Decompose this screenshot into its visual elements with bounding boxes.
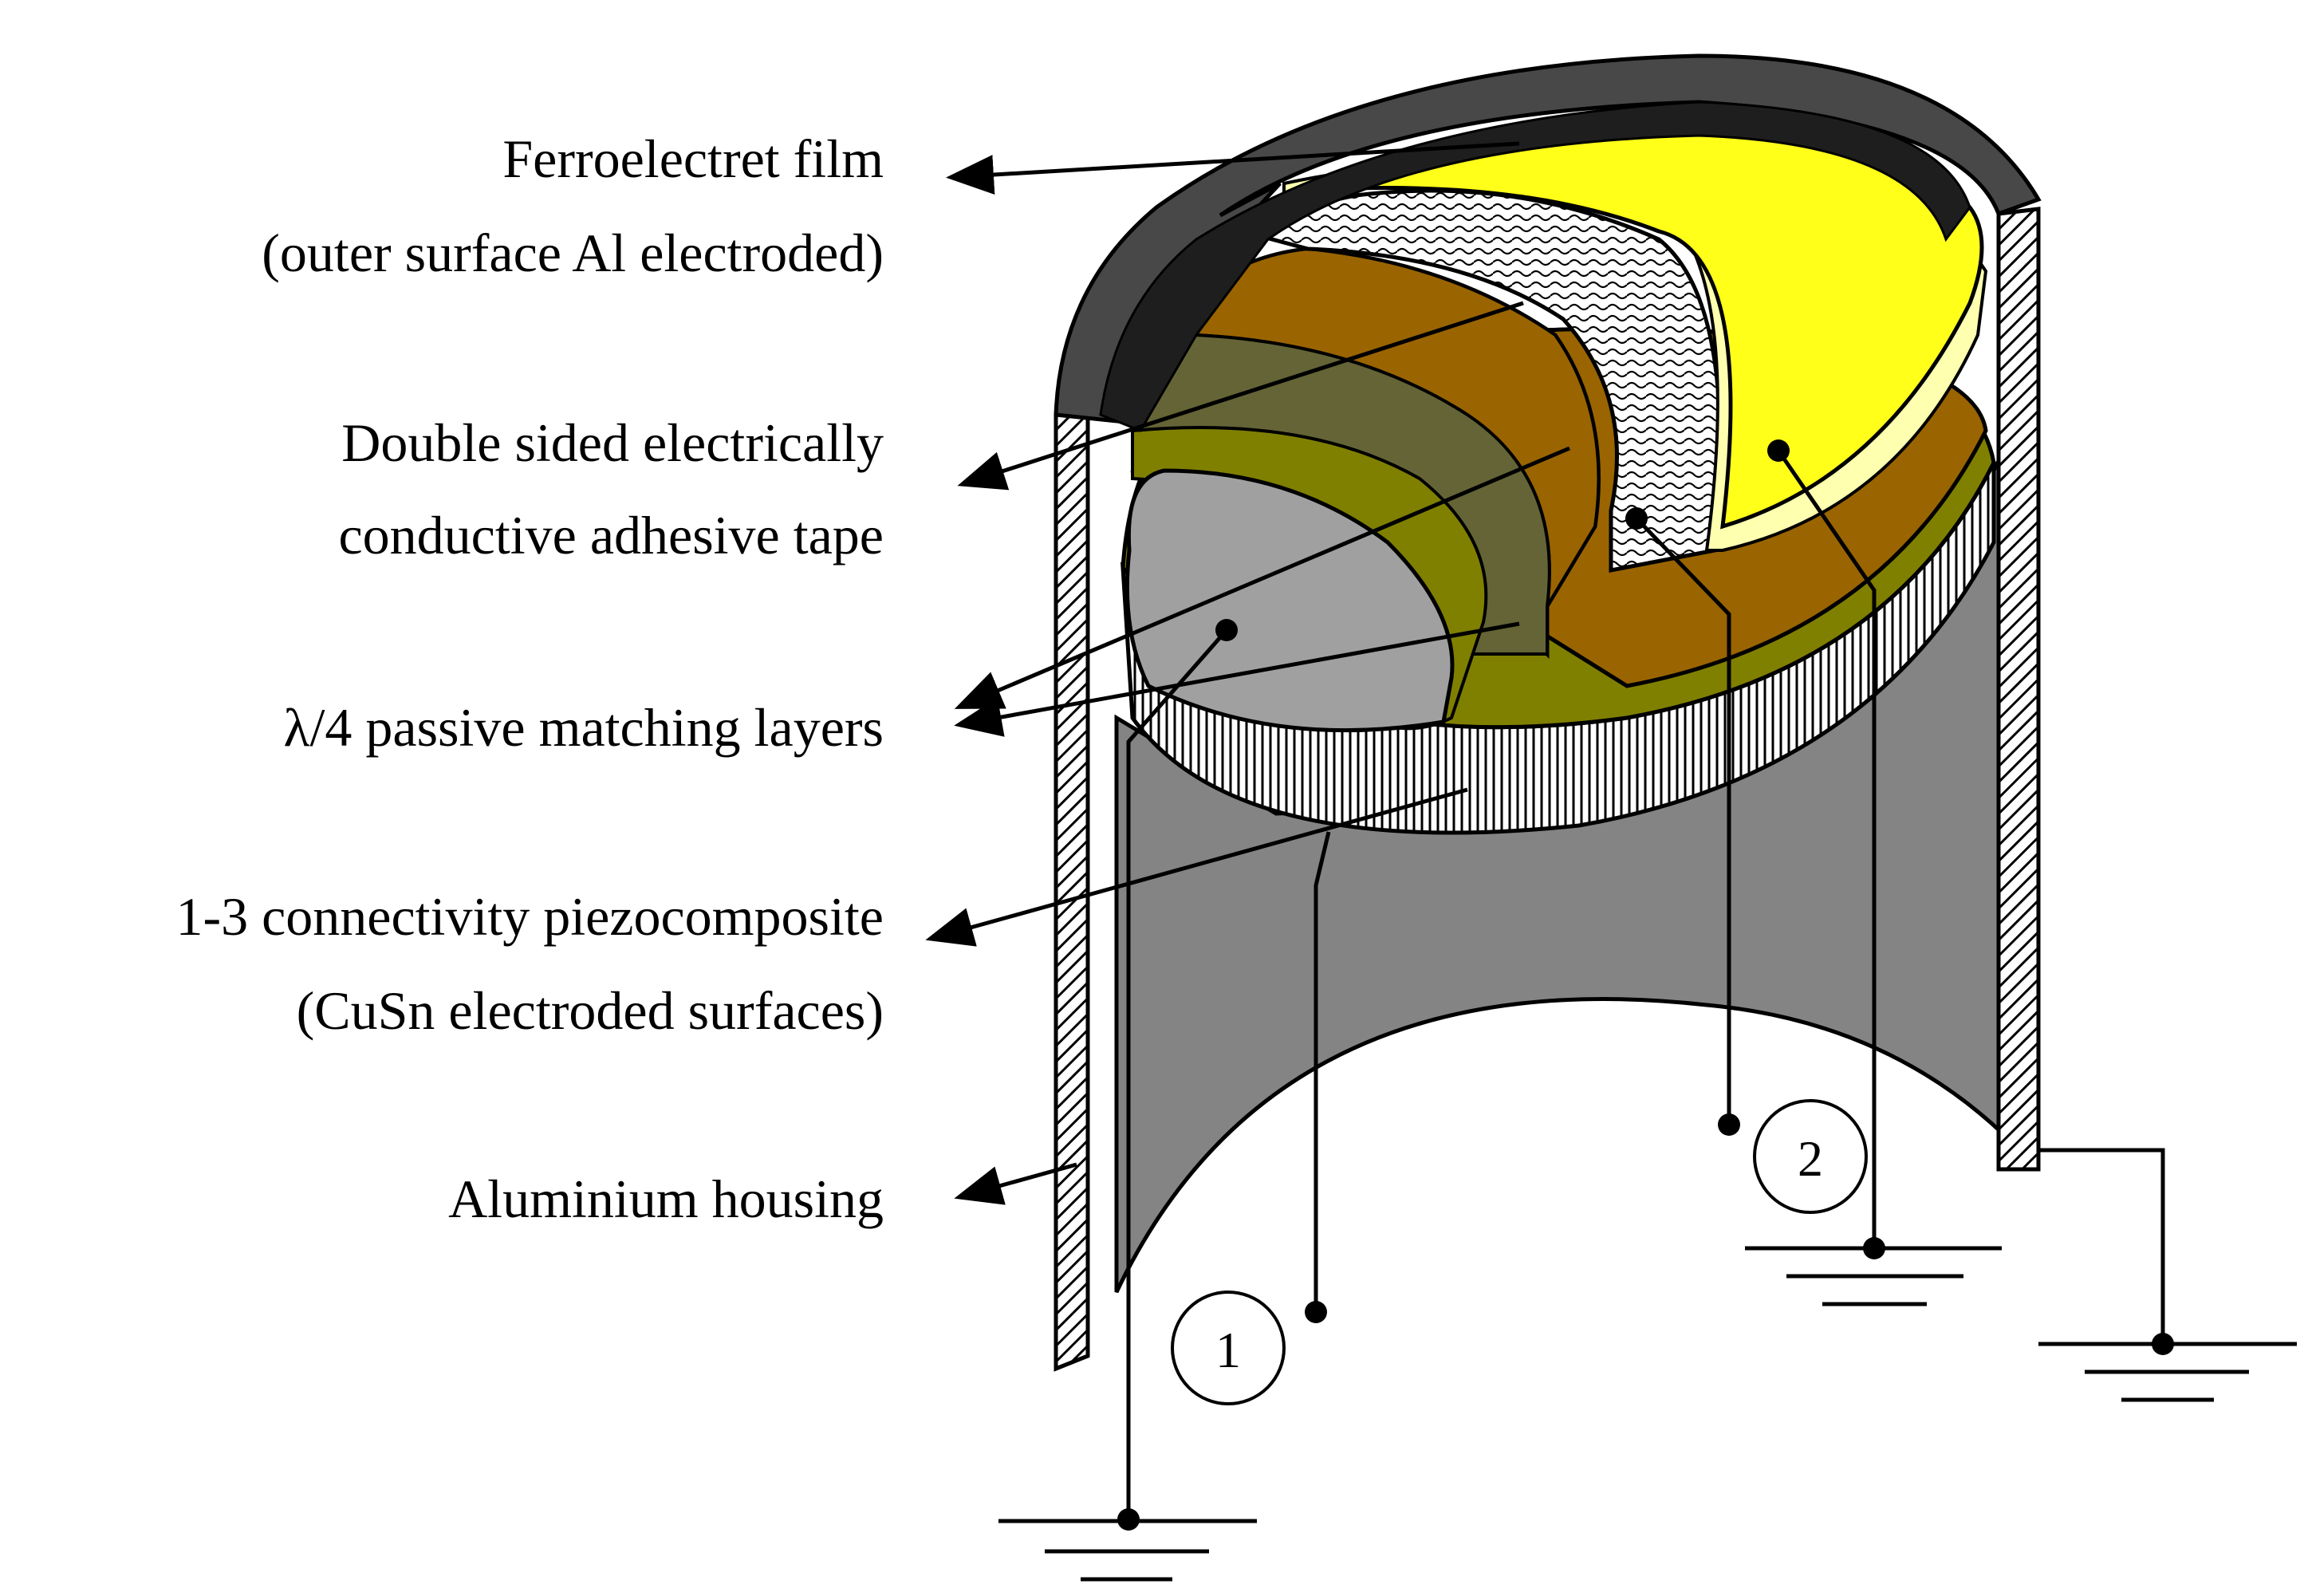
wire-housing-ground [2038, 1148, 2165, 1344]
adhesive-leader [957, 301, 1524, 491]
label-matching-layers: λ/4 passive matching layers [284, 697, 884, 758]
label-piezocomposite-line2: (CuSn electroded surfaces) [297, 980, 884, 1041]
piezocomposite-disk-top [1124, 468, 1455, 733]
terminal-2-dot [1718, 1113, 1740, 1136]
housing-right-wall [1996, 207, 2041, 1172]
label-housing: Aluminium housing [448, 1168, 884, 1229]
terminal-2-circle [1753, 1099, 1868, 1214]
wire-electrode-1 [1126, 629, 1228, 1519]
housing-rim [1054, 53, 2042, 425]
contact-dot-1 [1215, 619, 1238, 641]
terminal-1-dot [1305, 1301, 1327, 1323]
label-piezocomposite-line1: 1-3 connectivity piezocomposite [175, 886, 884, 947]
terminal-2-label: 2 [1798, 1130, 1823, 1187]
housing-leader [954, 1162, 1077, 1205]
film-contact-dot [1767, 439, 1790, 462]
label-adhesive-line1: Double sided electrically [341, 412, 884, 473]
matching-leader-2 [954, 621, 1520, 737]
ferroelectret-leader [946, 141, 1520, 195]
label-ferroelectret-line2: (outer surface Al electroded) [262, 223, 884, 283]
terminal-1-label: 1 [1215, 1322, 1241, 1378]
matching-leader-1 [954, 446, 1570, 709]
terminal-1-circle [1171, 1291, 1286, 1405]
label-ferroelectret-line1: Ferroelectret film [502, 128, 884, 189]
housing-rim-inner [1099, 100, 1971, 432]
wire-terminal-2 [1635, 517, 1731, 1125]
wire-film-ground [1776, 449, 1877, 1248]
housing-left-wall [1054, 412, 1090, 1372]
piezocomposite-leader [925, 787, 1468, 947]
contact-dot-2 [1625, 507, 1648, 530]
label-adhesive-line2: conductive adhesive tape [339, 505, 884, 565]
wire-terminal-1 [1314, 831, 1331, 1312]
